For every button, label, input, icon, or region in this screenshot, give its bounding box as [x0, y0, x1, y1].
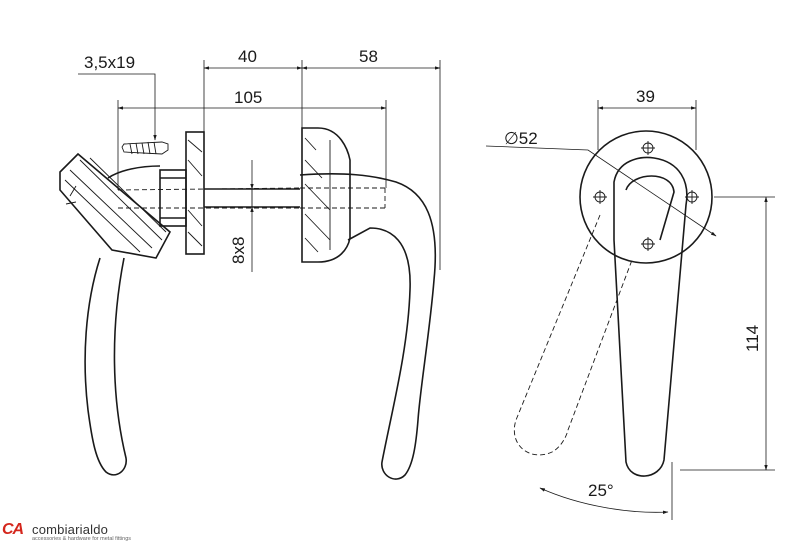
side-view: 3,5x19 40 58 105 8x8: [59, 47, 441, 480]
dim-39-label: 39: [636, 87, 655, 106]
dim-40-label: 40: [238, 47, 257, 66]
dim-114-label: 114: [743, 325, 762, 352]
angle-label: 25°: [588, 481, 614, 500]
logo-icon: CA: [2, 521, 24, 538]
screw-icon: [121, 141, 169, 155]
brand-tagline: accessories & hardware for metal fitting…: [32, 536, 132, 542]
rose-right: [301, 127, 351, 263]
brand-name: combiarialdo: [32, 522, 109, 537]
dim-105-label: 105: [234, 88, 262, 107]
rose-circle: [579, 130, 713, 264]
screw-label: 3,5x19: [84, 53, 135, 72]
rose-plate: [185, 131, 205, 255]
side-dimensions: [78, 60, 441, 272]
diameter-label: ∅52: [504, 129, 538, 148]
dim-8x8-label: 8x8: [229, 237, 248, 264]
collar: [159, 169, 187, 227]
handle-rotated: [513, 214, 633, 456]
front-view: ∅52 39 114 25°: [485, 87, 775, 520]
spindle: [204, 188, 300, 208]
grip-block: [59, 152, 172, 259]
handle-front: [613, 156, 688, 477]
handle-side: [84, 165, 437, 480]
dim-58-label: 58: [359, 47, 378, 66]
